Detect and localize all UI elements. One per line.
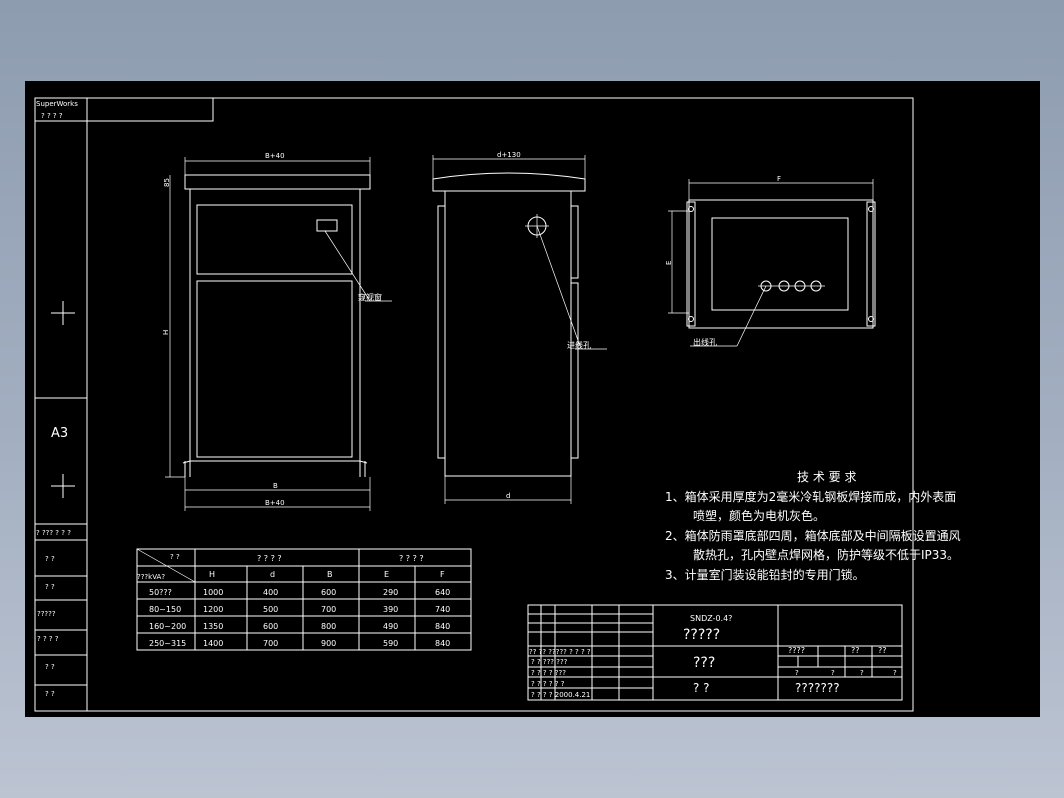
strip-label-1: ? ? bbox=[45, 555, 55, 563]
inner-frame bbox=[86, 97, 914, 712]
title-col-a: ?? bbox=[851, 646, 860, 655]
brand-sub: ? ? ? ? bbox=[41, 112, 63, 120]
brand-box bbox=[34, 97, 214, 122]
title-q-2: ? bbox=[860, 669, 864, 677]
front-dim-B: B bbox=[273, 482, 278, 490]
strip-label-5: ? ? bbox=[45, 663, 55, 671]
title-name: ????? bbox=[683, 627, 720, 643]
title-scale-label: ???? bbox=[788, 646, 805, 655]
front-view: 窥视窗 B+40 85 H B B+40 bbox=[162, 152, 392, 511]
title-drawing-no: ? ? bbox=[693, 681, 710, 695]
spec-cell: 390 bbox=[383, 605, 398, 614]
front-dim-B40: B+40 bbox=[265, 499, 285, 507]
spec-corner-top: ? ? bbox=[170, 553, 180, 561]
spec-cell: 400 bbox=[263, 588, 278, 597]
title-company: ??????? bbox=[795, 681, 840, 695]
tech-line-3: 散热孔，孔内壁点焊网格，防护等级不低于IP33。 bbox=[693, 547, 959, 562]
sig-row-1: ? ? ??? ??? bbox=[531, 658, 568, 666]
spec-header-H: H bbox=[209, 570, 215, 579]
tech-title: 技 术 要 求 bbox=[797, 470, 856, 484]
exit-holes bbox=[758, 280, 825, 292]
spec-cell: 600 bbox=[321, 588, 336, 597]
spec-row-kva: 160~200 bbox=[149, 622, 186, 631]
spec-cell: 740 bbox=[435, 605, 450, 614]
front-dim-top: B+40 bbox=[265, 152, 285, 160]
tech-requirements: 技 术 要 求 1、箱体采用厚度为2毫米冷轧钢板焊接而成，内外表面 喷塑，颜色为… bbox=[665, 470, 961, 582]
crosshair-icon-bottom bbox=[51, 474, 75, 498]
side-view: 进线孔 d+130 d bbox=[432, 151, 607, 504]
spec-cell: 840 bbox=[435, 622, 450, 631]
spec-cell: 1350 bbox=[203, 622, 223, 631]
title-block: SNDZ-0.4? ????? ??? ???? ?? ?? ? ? ? ? ?… bbox=[527, 604, 903, 701]
tech-line-0: 1、箱体采用厚度为2毫米冷轧钢板焊接而成，内外表面 bbox=[665, 489, 956, 504]
title-q-1: ? bbox=[831, 669, 835, 677]
strip-label-0: ? ??? ? ? ? bbox=[36, 529, 71, 537]
front-window-label: 窥视窗 bbox=[358, 292, 382, 302]
spec-cell: 500 bbox=[263, 605, 278, 614]
spec-row-kva: 50??? bbox=[149, 588, 172, 597]
spec-cell: 700 bbox=[263, 639, 278, 648]
spec-row-kva: 80~150 bbox=[149, 605, 181, 614]
bottom-view: 出线孔 F E bbox=[665, 175, 876, 347]
title-model: SNDZ-0.4? bbox=[690, 614, 732, 623]
tech-line-4: 3、计量室门装设能铅封的专用门锁。 bbox=[665, 567, 865, 582]
side-dim-top: d+130 bbox=[497, 151, 521, 159]
spec-header-E: E bbox=[384, 570, 389, 579]
spec-cell: 900 bbox=[321, 639, 336, 648]
front-dim-H: H bbox=[162, 330, 170, 335]
strip-label-6: ? ? bbox=[45, 690, 55, 698]
bottom-dim-E: E bbox=[665, 261, 673, 265]
strip-label-2: ? ? bbox=[45, 583, 55, 591]
title-col-b: ?? bbox=[878, 646, 887, 655]
title-material: ??? bbox=[693, 655, 715, 671]
tech-line-2: 2、箱体防雨罩底部四周，箱体底部及中间隔板设置通风 bbox=[665, 528, 961, 543]
spec-group-2: ? ? ? ? bbox=[399, 554, 424, 563]
spec-table: ? ? ???kVA? ? ? ? ? ? ? ? ? H d B E F bbox=[136, 548, 472, 651]
spec-cell: 290 bbox=[383, 588, 398, 597]
title-q-3: ? bbox=[893, 669, 897, 677]
spec-header-B: B bbox=[327, 570, 333, 579]
spec-cell: 640 bbox=[435, 588, 450, 597]
sig-row-3: ? ? ? ? ? ? bbox=[531, 680, 565, 688]
spec-header-d: d bbox=[270, 570, 275, 579]
spec-rows: 50??? 1000 400 600 290 640 80~150 1200 500 700 390… bbox=[149, 588, 450, 648]
spec-row-kva: 250~315 bbox=[149, 639, 186, 648]
spec-header-F: F bbox=[440, 570, 445, 579]
cad-drawing: SuperWorks ? ? ? ? A3 ? ??? ? ? ? ? ? ? … bbox=[34, 97, 961, 712]
strip-label-3: ????? bbox=[37, 610, 56, 618]
side-dim-d: d bbox=[506, 492, 510, 500]
window-icon bbox=[316, 219, 338, 232]
spec-cell: 700 bbox=[321, 605, 336, 614]
crosshair-icon-top bbox=[51, 301, 75, 325]
strip-label-4: ? ? ? ? bbox=[37, 635, 59, 643]
spec-cell: 490 bbox=[383, 622, 398, 631]
spec-group-1: ? ? ? ? bbox=[257, 554, 282, 563]
tech-line-1: 喷塑，颜色为电机灰色。 bbox=[693, 508, 825, 523]
spec-cell: 600 bbox=[263, 622, 278, 631]
spec-cell: 1400 bbox=[203, 639, 223, 648]
outer-frame bbox=[34, 97, 914, 712]
spec-cell: 800 bbox=[321, 622, 336, 631]
spec-cell: 840 bbox=[435, 639, 450, 648]
paper-size-label: A3 bbox=[51, 426, 68, 441]
brand-label: SuperWorks bbox=[36, 100, 78, 108]
bottom-dim-F: F bbox=[777, 175, 781, 183]
spec-cell: 1200 bbox=[203, 605, 223, 614]
front-dim-85: 85 bbox=[163, 178, 171, 187]
drawing-sheet: SuperWorks ? ? ? ? A3 ? ??? ? ? ? ? ? ? … bbox=[25, 81, 1040, 717]
spec-corner-bottom: ???kVA? bbox=[137, 573, 165, 581]
sig-row-4: ? ? ? ? 2000.4.21 bbox=[531, 691, 590, 699]
sig-row-2: ? ? ? ? ??? bbox=[531, 669, 566, 677]
bottom-exit-label: 出线孔 bbox=[693, 337, 717, 347]
side-entry-label: 进线孔 bbox=[567, 340, 591, 350]
title-q-0: ? bbox=[795, 669, 799, 677]
spec-cell: 1000 bbox=[203, 588, 223, 597]
sig-row-0: ?? ?? ????? ? ? ? ? bbox=[529, 648, 591, 656]
spec-cell: 590 bbox=[383, 639, 398, 648]
